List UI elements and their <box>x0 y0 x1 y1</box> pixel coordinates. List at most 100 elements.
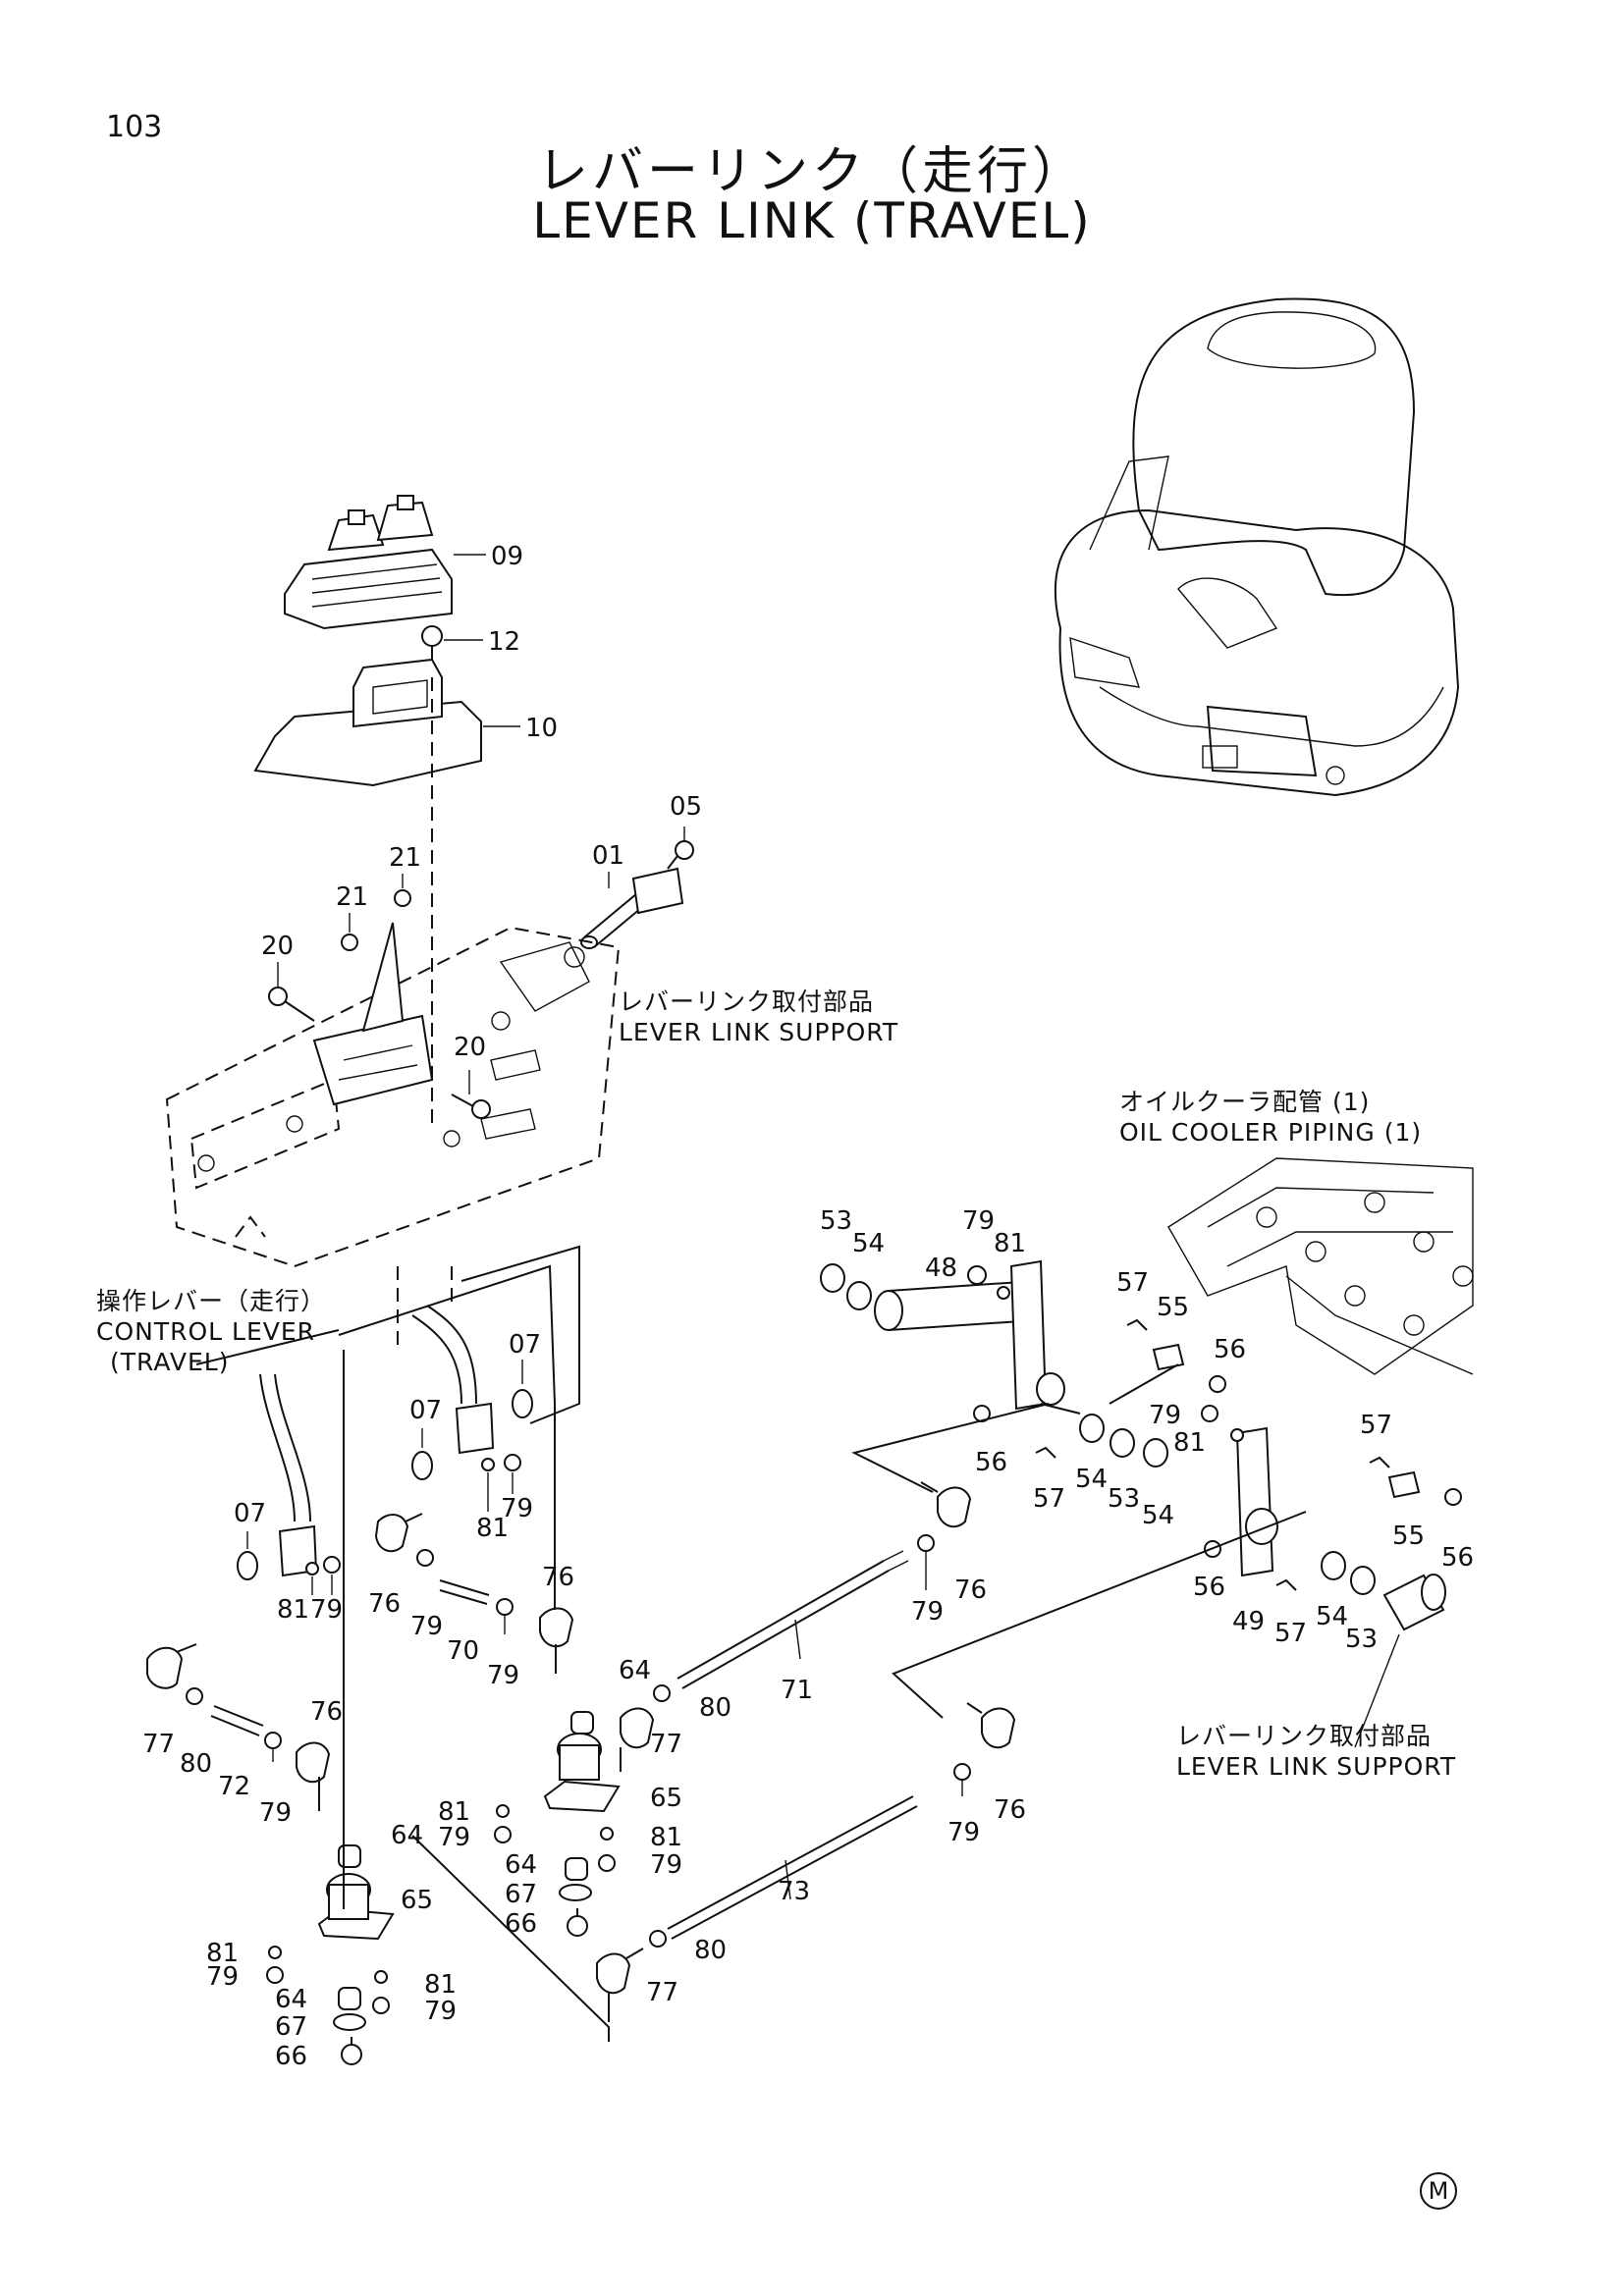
part-64-bushing <box>565 1857 588 1881</box>
part-79-nut <box>496 1598 514 1616</box>
callout-21: 21 <box>336 882 368 912</box>
part-57-cotter <box>1035 1446 1056 1459</box>
callout-64: 64 <box>505 1850 537 1880</box>
note-lever-link-support-bottom: レバーリンク取付部品 LEVER LINK SUPPORT <box>1176 1721 1456 1782</box>
part-57-cotter <box>1275 1578 1297 1591</box>
callout-79: 79 <box>410 1612 443 1641</box>
callout-76: 76 <box>954 1575 987 1605</box>
part-07-washer <box>512 1389 533 1418</box>
part-79-nut <box>1201 1405 1218 1422</box>
callout-07: 07 <box>409 1396 442 1425</box>
part-79-nut <box>494 1826 512 1843</box>
part-48-shaft <box>874 1259 1065 1411</box>
callout-55: 55 <box>1157 1293 1189 1322</box>
callout-77: 77 <box>646 1978 678 2007</box>
part-76-ball-joint <box>374 1513 423 1553</box>
callout-labels: 09 12 10 05 01 21 21 20 20 07 07 07 81 7… <box>142 542 1474 2071</box>
callout-70: 70 <box>447 1636 479 1666</box>
part-73-rod <box>667 1795 918 1940</box>
part-67-washer <box>559 1884 592 1901</box>
note-oil-cooler-piping: オイルクーラ配管 (1) OIL COOLER PIPING (1) <box>1119 1087 1422 1148</box>
callout-12: 12 <box>488 627 520 657</box>
callout-55: 55 <box>1392 1522 1425 1551</box>
callout-77: 77 <box>650 1730 682 1759</box>
callout-79: 79 <box>310 1595 343 1625</box>
part-lever-bracket <box>312 922 434 1106</box>
callout-67: 67 <box>275 2012 307 2042</box>
part-55-plate <box>1152 1343 1185 1371</box>
callout-80: 80 <box>694 1936 727 1965</box>
callout-64: 64 <box>619 1656 651 1685</box>
callout-07: 07 <box>234 1499 266 1528</box>
callout-81: 81 <box>438 1797 470 1827</box>
part-79-nut <box>264 1732 282 1749</box>
callout-49: 49 <box>1232 1607 1265 1636</box>
part-57-cotter <box>1369 1456 1390 1468</box>
part-65-pivot-base <box>543 1733 621 1813</box>
callout-20: 20 <box>261 932 294 961</box>
note-en: LEVER LINK SUPPORT <box>1176 1752 1457 1781</box>
callout-80: 80 <box>699 1693 731 1723</box>
callout-81: 81 <box>994 1229 1026 1258</box>
part-54-bushing <box>1143 1438 1168 1468</box>
part-81-pin <box>1230 1428 1244 1442</box>
callout-53: 53 <box>820 1206 852 1236</box>
part-20-bolt <box>268 987 315 1022</box>
part-81-pin <box>374 1970 388 1984</box>
part-64-bushing <box>338 1844 361 1868</box>
callout-56: 56 <box>1441 1543 1474 1573</box>
part-56-bolt <box>1209 1375 1226 1393</box>
note-jp: 操作レバー（走行） <box>96 1287 327 1315</box>
callout-76: 76 <box>368 1589 401 1619</box>
part-53-washer <box>1350 1566 1376 1595</box>
callout-57: 57 <box>1033 1484 1065 1514</box>
callout-54: 54 <box>1142 1501 1174 1530</box>
callout-79: 79 <box>259 1798 292 1828</box>
callout-79: 79 <box>1149 1401 1181 1430</box>
callout-79: 79 <box>424 1997 457 2026</box>
callout-09: 09 <box>491 542 523 571</box>
callout-81: 81 <box>1173 1428 1206 1458</box>
callout-53: 53 <box>1345 1625 1378 1654</box>
part-81-pin <box>305 1562 319 1575</box>
part-79-nut <box>953 1763 971 1781</box>
callout-81: 81 <box>424 1970 457 2000</box>
callout-76: 76 <box>994 1795 1026 1825</box>
part-54-bushing <box>1321 1551 1346 1580</box>
part-77-ball-joint <box>620 1707 655 1772</box>
callout-53: 53 <box>1108 1484 1140 1514</box>
part-67-washer <box>333 2013 366 2031</box>
part-10-cover <box>253 658 482 787</box>
callout-67: 67 <box>505 1880 537 1909</box>
callout-57: 57 <box>1360 1411 1392 1440</box>
part-54-bushing <box>1079 1414 1105 1443</box>
callout-81: 81 <box>476 1514 509 1543</box>
callout-77: 77 <box>142 1730 175 1759</box>
part-66-bolt <box>567 1908 588 1937</box>
callout-54: 54 <box>1075 1465 1108 1494</box>
part-77-ball-joint <box>596 1948 644 2022</box>
page-number: 103 <box>106 110 163 144</box>
callout-48: 48 <box>925 1254 957 1283</box>
part-81-pin <box>268 1946 282 1959</box>
callout-21: 21 <box>389 843 421 873</box>
excavator-cab-illustration <box>1054 297 1460 797</box>
part-79-nut <box>917 1534 935 1552</box>
part-21-nut <box>394 889 411 907</box>
part-control-lever-left <box>259 1373 318 1577</box>
part-79-nut <box>266 1966 284 1984</box>
callout-71: 71 <box>781 1676 813 1705</box>
callout-57: 57 <box>1116 1268 1149 1298</box>
part-01-pin <box>580 867 684 949</box>
part-79-nut <box>504 1454 521 1471</box>
part-21-nut <box>341 934 358 951</box>
part-49-arm <box>1235 1426 1278 1577</box>
part-20-bolt <box>451 1094 491 1119</box>
callout-66: 66 <box>275 2042 307 2071</box>
part-71-rod <box>677 1550 909 1689</box>
callout-79: 79 <box>962 1206 995 1236</box>
callout-54: 54 <box>1316 1602 1348 1631</box>
part-65-pivot-base <box>317 1873 395 1941</box>
part-54-bushing <box>846 1281 872 1310</box>
part-81-pin <box>496 1804 510 1818</box>
